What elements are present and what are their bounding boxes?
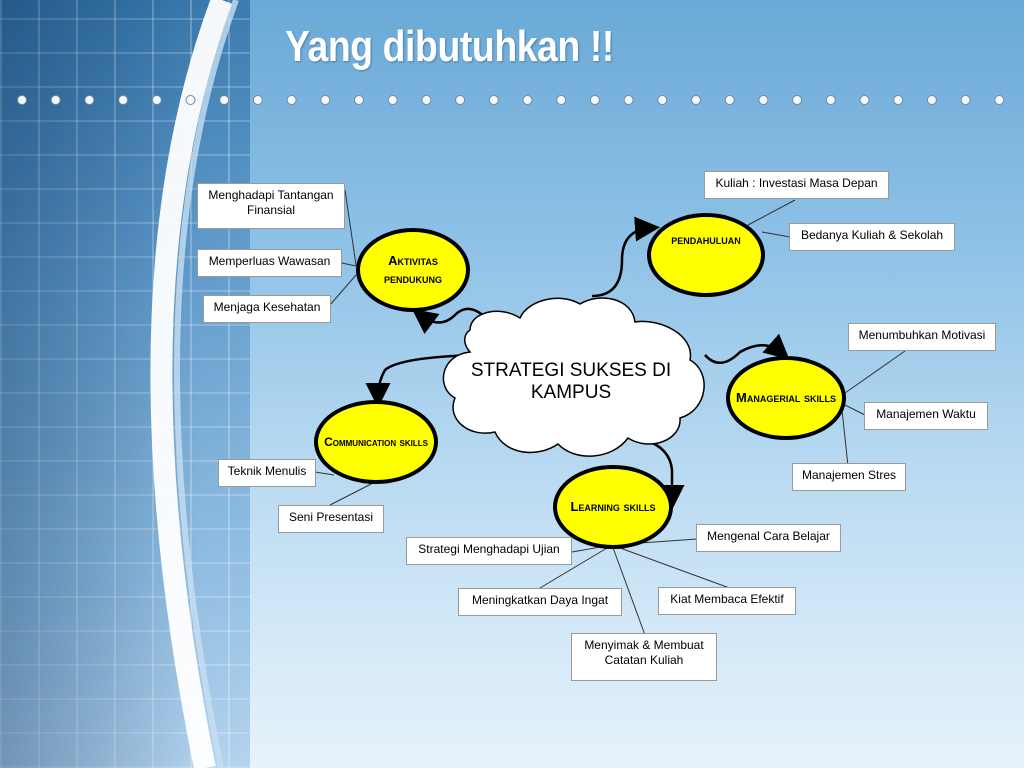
decorative-dot bbox=[354, 95, 364, 105]
node-managerial: Managerial skills bbox=[726, 356, 846, 440]
node-aktivitas-label: Aktivitas pendukung bbox=[383, 253, 442, 286]
decorative-dot bbox=[84, 95, 95, 105]
box-waktu: Manajemen Waktu bbox=[864, 402, 988, 430]
node-learning: Learning skills bbox=[553, 465, 673, 549]
decorative-dot bbox=[522, 95, 533, 105]
box-efektif: Kiat Membaca Efektif bbox=[658, 587, 796, 615]
decorative-dot bbox=[994, 95, 1005, 105]
decorative-dot bbox=[893, 95, 904, 105]
arrow-to-pendahuluan bbox=[591, 216, 660, 298]
node-pendahuluan: pendahuluan bbox=[647, 213, 765, 297]
decorative-dot bbox=[488, 95, 499, 105]
box-belajar: Mengenal Cara Belajar bbox=[696, 524, 841, 552]
box-wawasan: Memperluas Wawasan bbox=[197, 249, 342, 277]
decorative-dot bbox=[50, 95, 61, 105]
box-investasi: Kuliah : Investasi Masa Depan bbox=[704, 171, 889, 199]
box-menyimak: Menyimak & Membuat Catatan Kuliah bbox=[571, 633, 717, 681]
decorative-dot bbox=[623, 95, 634, 105]
node-pendahuluan-label: pendahuluan bbox=[671, 232, 741, 247]
decorative-dot bbox=[792, 95, 803, 105]
background-shade bbox=[0, 0, 250, 768]
decorative-arc-shadow bbox=[174, 0, 239, 768]
arrow-to-communication bbox=[365, 353, 479, 408]
box-motivasi: Menumbuhkan Motivasi bbox=[848, 323, 996, 351]
decorative-dot bbox=[118, 95, 129, 105]
decorative-dot bbox=[387, 95, 398, 105]
decorative-dot bbox=[960, 95, 971, 105]
decorative-dot bbox=[758, 95, 769, 105]
box-kesehatan: Menjaga Kesehatan bbox=[203, 295, 331, 323]
decorative-dot bbox=[825, 95, 836, 105]
box-ujian: Strategi Menghadapi Ujian bbox=[406, 537, 572, 565]
decorative-dot bbox=[219, 95, 230, 105]
box-stres: Manajemen Stres bbox=[792, 463, 906, 491]
node-managerial-label: Managerial skills bbox=[736, 390, 836, 405]
decorative-dot bbox=[556, 95, 567, 105]
decorative-dot bbox=[185, 95, 196, 105]
decorative-dot bbox=[589, 95, 600, 105]
decorative-dot bbox=[151, 95, 162, 105]
box-tantangan: Menghadapi Tantangan Finansial bbox=[197, 183, 345, 229]
decorative-dot bbox=[724, 95, 735, 105]
node-communication: Communication skills bbox=[314, 400, 438, 484]
box-presentasi: Seni Presentasi bbox=[278, 505, 384, 533]
central-cloud bbox=[442, 297, 705, 457]
decorative-dot bbox=[455, 95, 466, 105]
box-menulis: Teknik Menulis bbox=[218, 459, 316, 487]
dotted-divider bbox=[17, 95, 1005, 105]
node-communication-label: Communication skills bbox=[324, 435, 428, 449]
box-bedanya: Bedanya Kuliah & Sekolah bbox=[789, 223, 955, 251]
slide-title: Yang dibutuhkan !! bbox=[285, 22, 614, 71]
decorative-dot bbox=[657, 95, 668, 105]
decorative-dot bbox=[926, 95, 937, 105]
decorative-dot bbox=[17, 95, 27, 105]
node-aktivitas: Aktivitas pendukung bbox=[356, 228, 470, 312]
decorative-dot bbox=[859, 95, 870, 105]
box-ingat: Meningkatkan Daya Ingat bbox=[458, 588, 622, 616]
decorative-arc bbox=[150, 0, 233, 768]
node-learning-label: Learning skills bbox=[570, 499, 656, 514]
decorative-dot bbox=[252, 95, 263, 105]
center-topic: STRATEGI SUKSES DI KAMPUS bbox=[470, 360, 672, 403]
decorative-dot bbox=[691, 95, 701, 105]
background-building-image bbox=[0, 0, 250, 768]
arrow-to-managerial bbox=[704, 333, 790, 364]
decorative-dot bbox=[286, 95, 297, 105]
arrow-to-aktivitas bbox=[411, 307, 491, 334]
connector-lines bbox=[314, 189, 906, 636]
decorative-dot bbox=[421, 95, 432, 105]
decorative-dot bbox=[320, 95, 331, 105]
